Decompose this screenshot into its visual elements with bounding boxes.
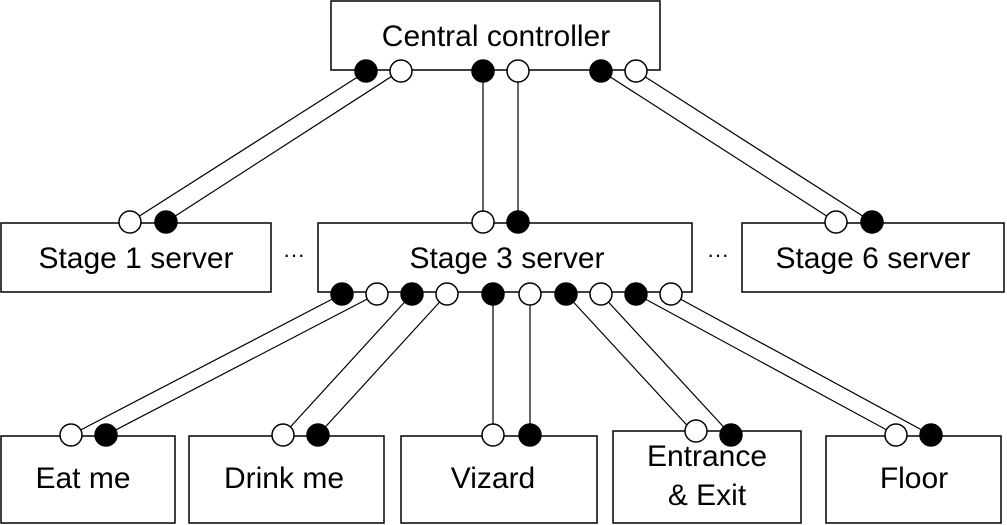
- ellipsis-right: ···: [707, 242, 729, 267]
- link-central-stage6-b: [635, 70, 873, 223]
- node-entrance-exit: Entrance & Exit: [612, 430, 802, 524]
- drink-me-label: Drink me: [224, 462, 344, 495]
- link-central-stage1-a: [129, 70, 368, 223]
- port-vizard-out: [518, 423, 542, 447]
- port-central-in-2: [506, 59, 530, 83]
- central-controller-label: Central controller: [382, 20, 610, 53]
- port-stage3-bottom-out-3: [481, 282, 505, 306]
- link-central-stage1-b: [165, 70, 401, 223]
- connections: [70, 70, 932, 436]
- port-floor-in: [884, 423, 908, 447]
- link-stage3-drinkme-a: [282, 293, 413, 436]
- port-stage3-bottom-in-1: [365, 282, 389, 306]
- ellipsis-left: ···: [283, 242, 305, 267]
- link-stage3-eatme-a: [70, 293, 343, 436]
- vizard-label: Vizard: [451, 462, 536, 495]
- node-stage3-server: Stage 3 server: [317, 222, 693, 293]
- port-stage3-bottom-in-3: [518, 282, 542, 306]
- stage6-server-label: Stage 6 server: [775, 242, 970, 275]
- port-stage3-top-out: [506, 210, 530, 234]
- node-drink-me: Drink me: [188, 435, 385, 524]
- port-entrance-out: [719, 423, 743, 447]
- port-stage3-bottom-out-2: [400, 282, 424, 306]
- port-central-out-1: [354, 59, 378, 83]
- port-stage3-bottom-in-5: [659, 282, 683, 306]
- port-eatme-in: [59, 423, 83, 447]
- port-stage3-bottom-in-2: [435, 282, 459, 306]
- port-stage1-in: [118, 210, 142, 234]
- link-stage3-entrance-a: [565, 293, 697, 436]
- port-central-out-3: [589, 59, 613, 83]
- entrance-exit-label-line2: & Exit: [668, 479, 747, 512]
- port-stage3-bottom-out-4: [554, 282, 578, 306]
- stage3-server-label: Stage 3 server: [409, 242, 604, 275]
- entrance-exit-label-line1: Entrance: [647, 440, 767, 473]
- port-central-in-1: [389, 59, 413, 83]
- port-vizard-in: [481, 423, 505, 447]
- port-stage3-bottom-in-4: [589, 282, 613, 306]
- floor-label: Floor: [880, 462, 948, 495]
- node-eat-me: Eat me: [0, 435, 176, 524]
- port-eatme-out: [94, 423, 118, 447]
- link-central-stage6-a: [600, 70, 837, 223]
- link-stage3-entrance-b: [600, 293, 732, 436]
- port-stage3-top-in: [471, 210, 495, 234]
- link-stage3-drinkme-b: [317, 293, 448, 436]
- node-vizard: Vizard: [400, 435, 598, 524]
- port-drinkme-in: [271, 423, 295, 447]
- port-floor-out: [919, 423, 943, 447]
- link-stage3-floor-b: [670, 293, 932, 436]
- port-stage3-bottom-out-5: [624, 282, 648, 306]
- node-central-controller: Central controller: [330, 0, 661, 71]
- node-stage6-server: Stage 6 server: [741, 222, 1005, 293]
- port-central-in-3: [624, 59, 648, 83]
- port-central-out-2: [471, 59, 495, 83]
- eat-me-label: Eat me: [35, 462, 130, 495]
- port-drinkme-out: [306, 423, 330, 447]
- port-stage1-out: [154, 210, 178, 234]
- port-stage3-bottom-out-1: [330, 282, 354, 306]
- stage1-server-label: Stage 1 server: [38, 242, 233, 275]
- port-stage6-out: [860, 210, 884, 234]
- port-entrance-in: [684, 419, 708, 443]
- node-floor: Floor: [825, 435, 1002, 524]
- node-stage1-server: Stage 1 server: [0, 222, 272, 293]
- port-stage6-in: [824, 210, 848, 234]
- link-stage3-eatme-b: [105, 293, 378, 436]
- ports: [59, 59, 943, 447]
- link-stage3-floor-a: [635, 293, 897, 436]
